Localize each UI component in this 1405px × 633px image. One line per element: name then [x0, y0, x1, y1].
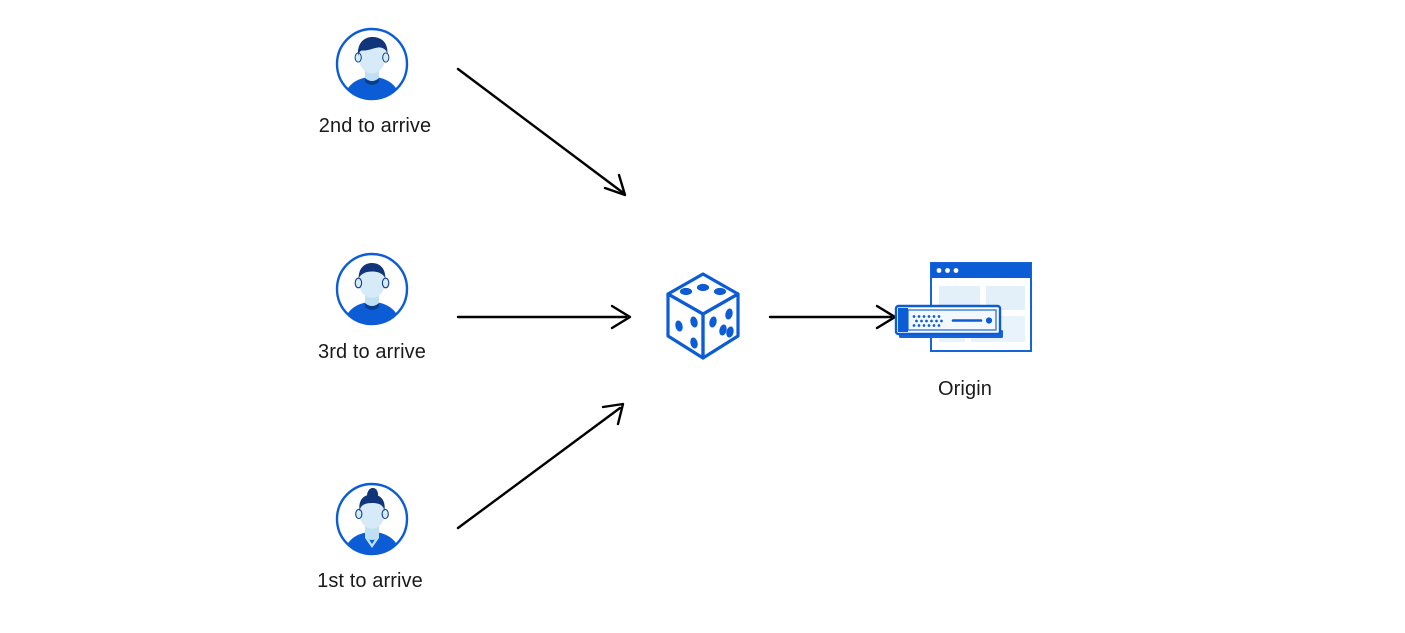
- user-avatar-icon: [335, 252, 409, 326]
- client-node-3rd[interactable]: [334, 251, 410, 327]
- dice-pips-right: [709, 308, 734, 338]
- origin-node-label: Origin: [938, 378, 992, 400]
- client-node-1st-label: 1st to arrive: [317, 570, 423, 592]
- user-avatar-icon: [335, 27, 409, 101]
- client-node-1st[interactable]: [334, 481, 410, 557]
- randomizer-dice-node[interactable]: [662, 270, 744, 364]
- client-node-2nd-label: 2nd to arrive: [318, 115, 432, 137]
- arrow-3rd-to-dice: [456, 304, 632, 330]
- server-device-icon: [894, 304, 1003, 338]
- arrow-dice-to-origin: [768, 304, 897, 330]
- dice-pips-top: [679, 283, 727, 296]
- user-avatar-icon: [335, 482, 409, 556]
- server-vent-dots: [912, 315, 943, 327]
- dice-pips-left: [675, 316, 698, 349]
- client-node-2nd[interactable]: [334, 26, 410, 102]
- origin-server-icon: [894, 262, 1032, 352]
- client-node-3rd-label: 3rd to arrive: [317, 341, 426, 363]
- arrow-1st-to-dice: [456, 402, 625, 530]
- dice-icon: [666, 272, 740, 360]
- origin-node[interactable]: [893, 258, 1038, 363]
